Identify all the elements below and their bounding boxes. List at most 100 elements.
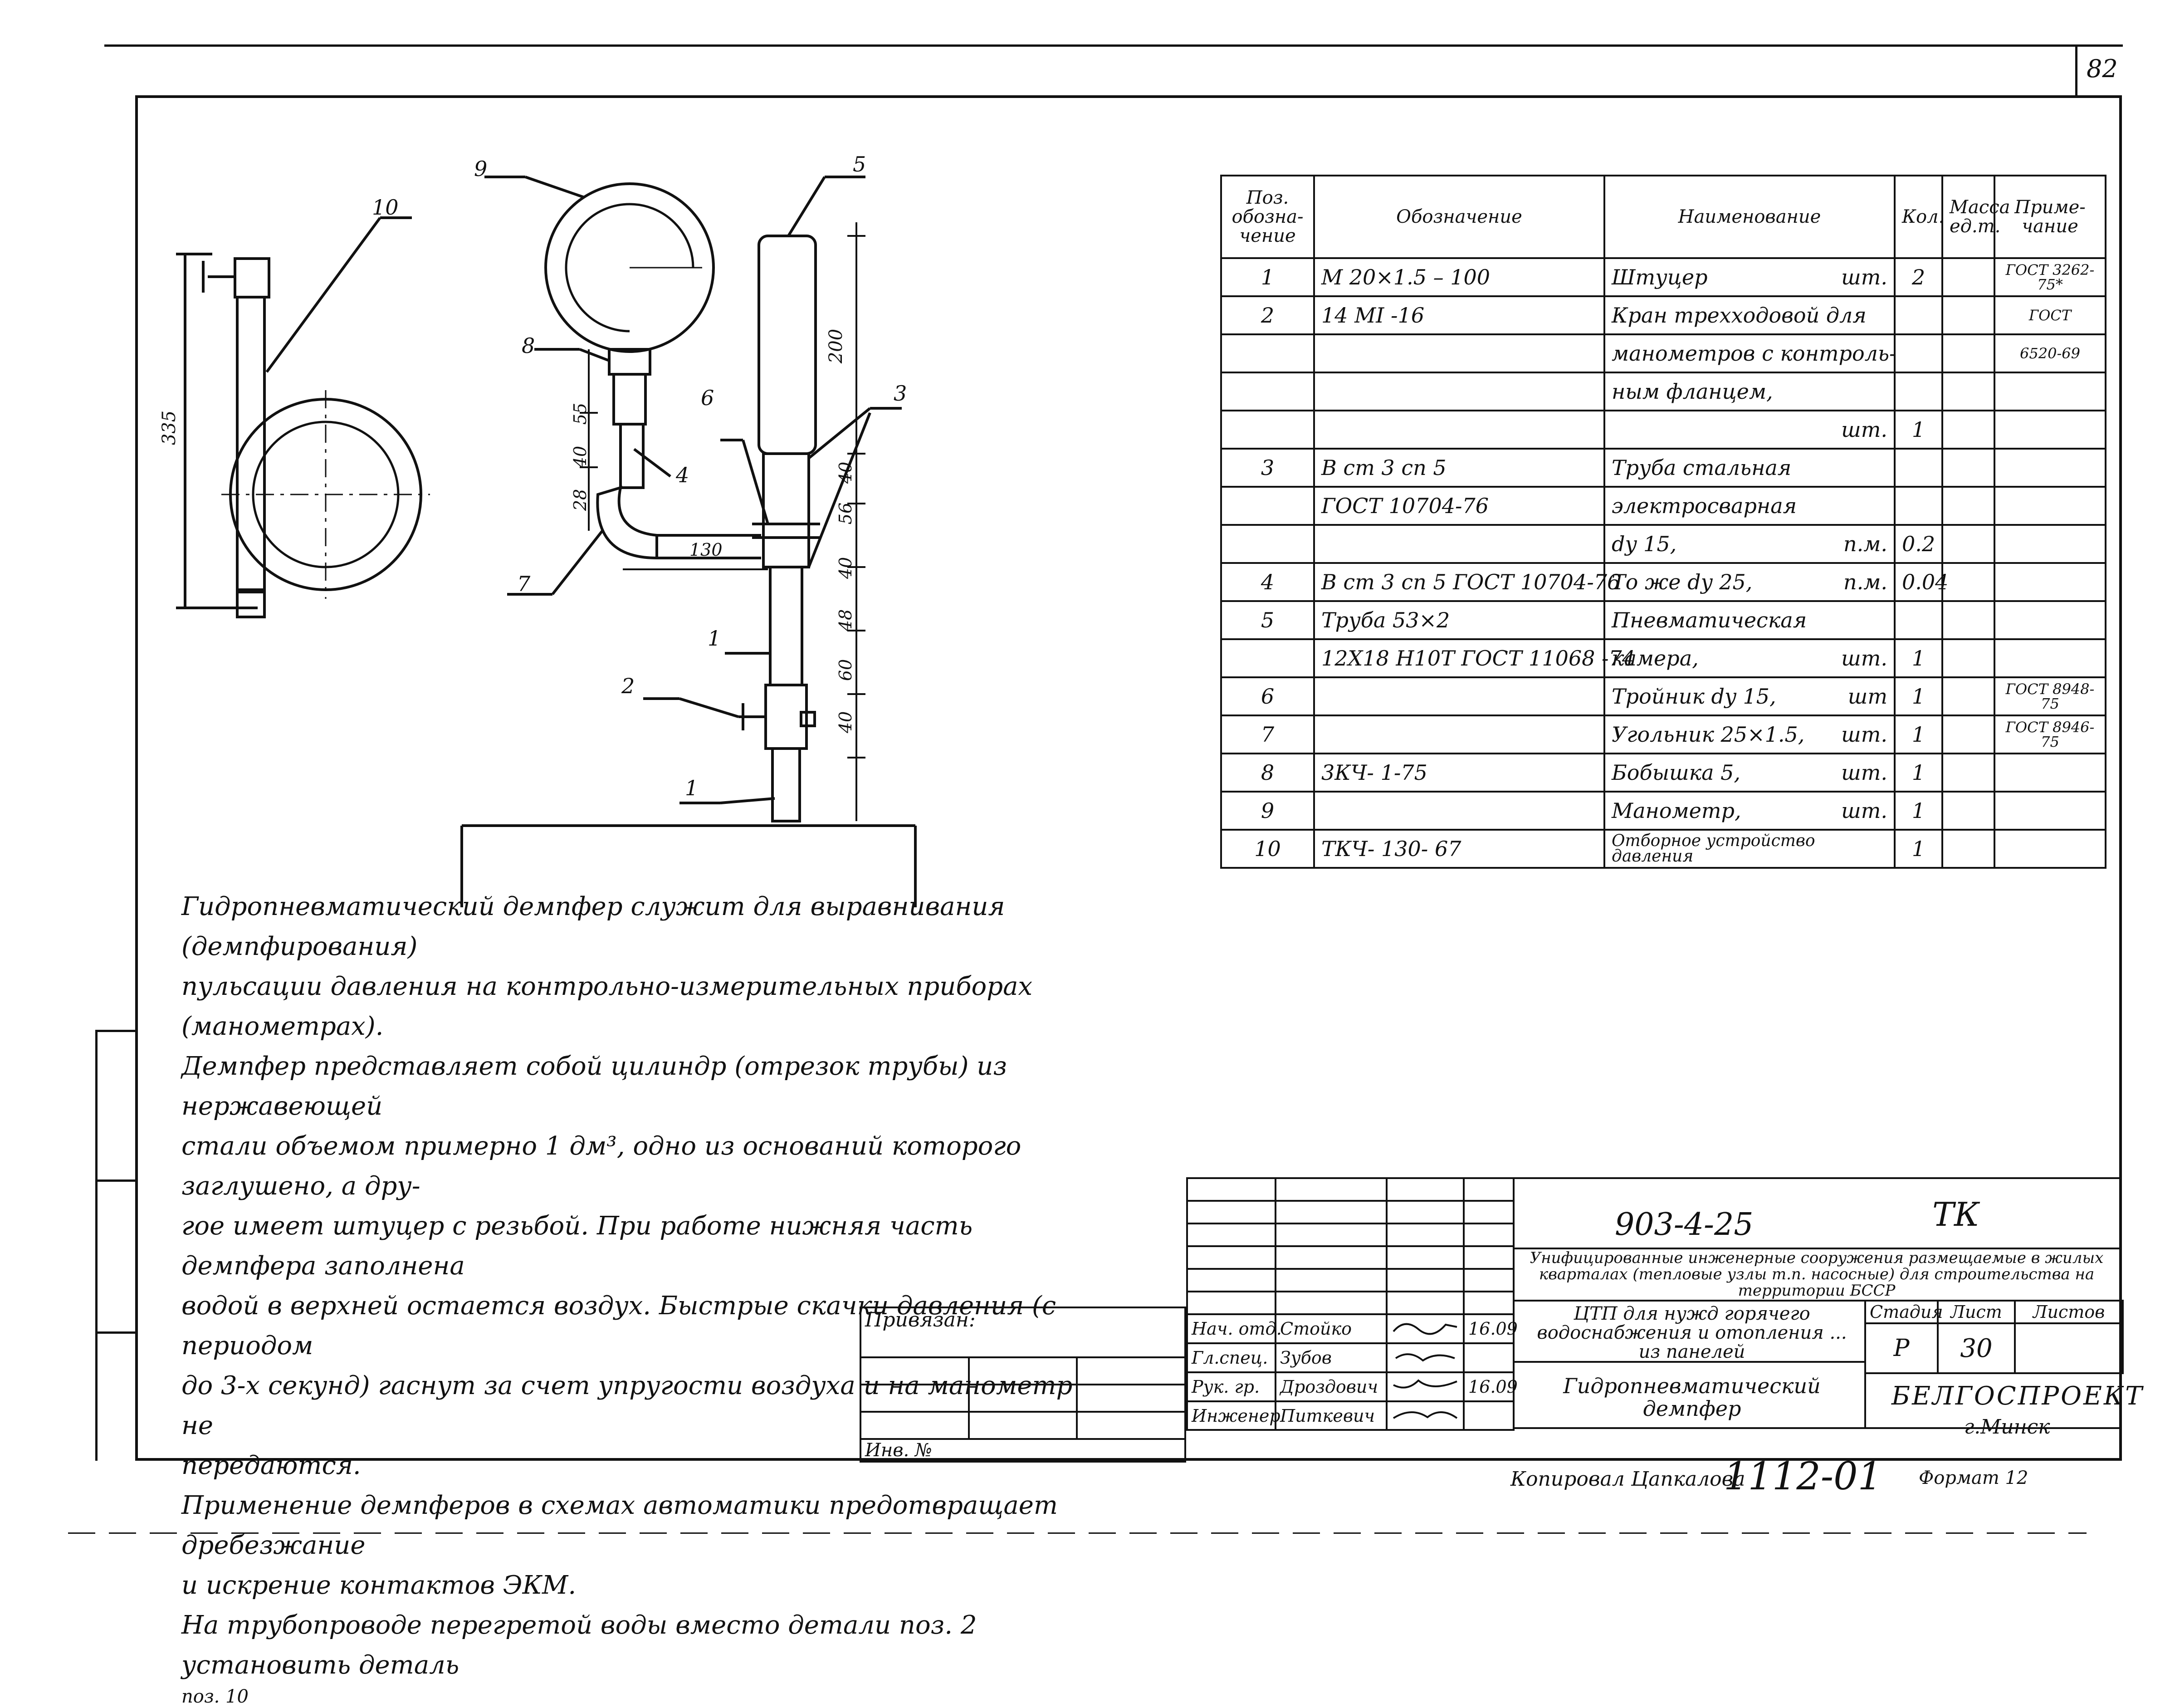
spec-designation <box>1313 715 1605 754</box>
signature-cell <box>1386 1313 1465 1344</box>
bottom-dashed-line <box>68 1532 2087 1534</box>
name-group-lead: Дроздович <box>1275 1371 1388 1402</box>
title-divider-1 <box>1513 1248 2122 1249</box>
dim-56: 56 <box>836 502 856 525</box>
dim-40-left: 40 <box>570 445 591 468</box>
note-line: Гидропневматический демпфер служит для в… <box>181 892 1005 961</box>
date-chief-spec <box>1463 1342 1515 1373</box>
doc-mark: ТК <box>1932 1195 1979 1233</box>
leader-7 <box>551 530 604 595</box>
spec-name-text: ным фланцем, <box>1612 379 1773 404</box>
spec-header-designation: Обозначение <box>1313 175 1605 259</box>
spec-mass <box>1941 333 1995 373</box>
bound-block: Привязан: Инв. № <box>860 1307 1186 1463</box>
signature-cell <box>1386 1371 1465 1402</box>
spec-name-text: Бобышка 5, <box>1612 760 1741 785</box>
dim-48: 48 <box>836 609 856 631</box>
spec-row: ным фланцем, <box>1220 372 2106 411</box>
title-divider-2 <box>1513 1300 2122 1302</box>
spec-qty: 1 <box>1894 753 1943 793</box>
damper-drawing <box>176 176 917 907</box>
stage-label: Стадия <box>1864 1300 1943 1324</box>
spec-mass <box>1941 791 1995 831</box>
spec-pos: 5 <box>1220 600 1315 640</box>
spec-mass <box>1941 715 1995 754</box>
notes-block: Гидропневматический демпфер служит для в… <box>181 887 1089 1708</box>
spec-name-text: Пневматическая <box>1612 608 1807 632</box>
margin-strip-line <box>95 1030 98 1461</box>
dim-55: 55 <box>570 402 591 425</box>
spec-mass <box>1941 486 1995 526</box>
spec-note <box>1994 486 2106 526</box>
inv-label: Инв. № <box>860 1438 1186 1463</box>
signature-grid: Нач. отд. Стойко 16.09 Гл.спец. Зубов Ру… <box>1186 1177 1518 1431</box>
spec-name-text: электросварная <box>1612 494 1797 518</box>
callout-2: 2 <box>621 674 635 698</box>
name-head: Стойко <box>1275 1313 1388 1344</box>
dim-40-a: 40 <box>836 461 856 484</box>
callout-1-lower: 1 <box>685 776 699 800</box>
elbow-7 <box>596 485 658 560</box>
org-name: БЕЛГОСПРОЕКТ <box>1891 1381 2144 1411</box>
spec-pos <box>1220 638 1315 678</box>
spec-designation: ГОСТ 10704-76 <box>1313 486 1605 526</box>
spec-designation <box>1313 333 1605 373</box>
dim-28: 28 <box>570 489 591 511</box>
spec-pos: 3 <box>1220 448 1315 488</box>
tee-6 <box>762 452 810 568</box>
project-name: Унифицированные инженерные сооружения ра… <box>1530 1249 2104 1300</box>
spec-name: манометров с контроль- <box>1603 333 1896 373</box>
spec-header-name: Наименование <box>1603 175 1896 259</box>
spec-qty <box>1894 372 1943 411</box>
spec-unit: п.м. <box>1843 570 1887 594</box>
signature-cell <box>1386 1400 1465 1431</box>
leader-8 <box>579 348 610 362</box>
note-line: поз. 10 <box>181 1686 249 1707</box>
spec-name-text: dy 15, <box>1612 532 1677 556</box>
spec-pos <box>1220 410 1315 450</box>
spec-qty: 0.04 <box>1894 562 1948 602</box>
margin-strip-tick-2 <box>95 1179 135 1182</box>
signature-cell <box>1386 1342 1465 1373</box>
spec-header-pos: Поз. обозна- чение <box>1220 175 1315 259</box>
spec-note <box>1994 791 2106 831</box>
spec-designation: 14 МI -16 <box>1313 295 1605 335</box>
spec-mass <box>1941 676 1995 716</box>
leader-3b <box>807 412 871 568</box>
leader-4 <box>633 448 671 478</box>
leader-1-lower <box>720 797 775 804</box>
spec-name: Бобышка 5,шт. <box>1603 753 1896 793</box>
spec-name: Пневматическая <box>1603 600 1896 640</box>
spec-note <box>1994 638 2106 678</box>
spec-pos <box>1220 486 1315 526</box>
spec-name-text: То же dy 25, <box>1612 570 1753 594</box>
spec-mass <box>1941 524 1995 564</box>
note-line: и искрение контактов ЭКМ. <box>181 1571 577 1600</box>
spec-unit: шт. <box>1841 798 1887 823</box>
spec-unit: шт <box>1847 684 1887 709</box>
spec-name-text: Кран трехходовой для <box>1612 303 1867 328</box>
leader-9 <box>525 176 585 199</box>
spec-name: ным фланцем, <box>1603 372 1896 411</box>
spec-note <box>1994 829 2106 869</box>
spec-row: ГОСТ 10704-76 электросварная <box>1220 486 2106 526</box>
spec-qty <box>1894 295 1943 335</box>
spec-designation <box>1313 676 1605 716</box>
note-line: Применение демпферов в схемах автоматики… <box>181 1491 1058 1560</box>
spec-row: dy 15,п.м.0.2 <box>1220 524 2106 564</box>
side-view-valve-body <box>234 257 270 299</box>
spec-mass <box>1941 638 1995 678</box>
note-line: гое имеет штуцер с резьбой. При работе н… <box>181 1211 973 1281</box>
note-line: пульсации давления на контрольно-измерит… <box>181 972 1033 1041</box>
spec-designation: Труба 53×2 <box>1313 600 1605 640</box>
leader-10 <box>265 217 381 373</box>
spec-pos: 8 <box>1220 753 1315 793</box>
note-line: стали объемом примерно 1 дм³, одно из ос… <box>181 1131 1021 1201</box>
name-chief-spec: Зубов <box>1275 1342 1388 1373</box>
